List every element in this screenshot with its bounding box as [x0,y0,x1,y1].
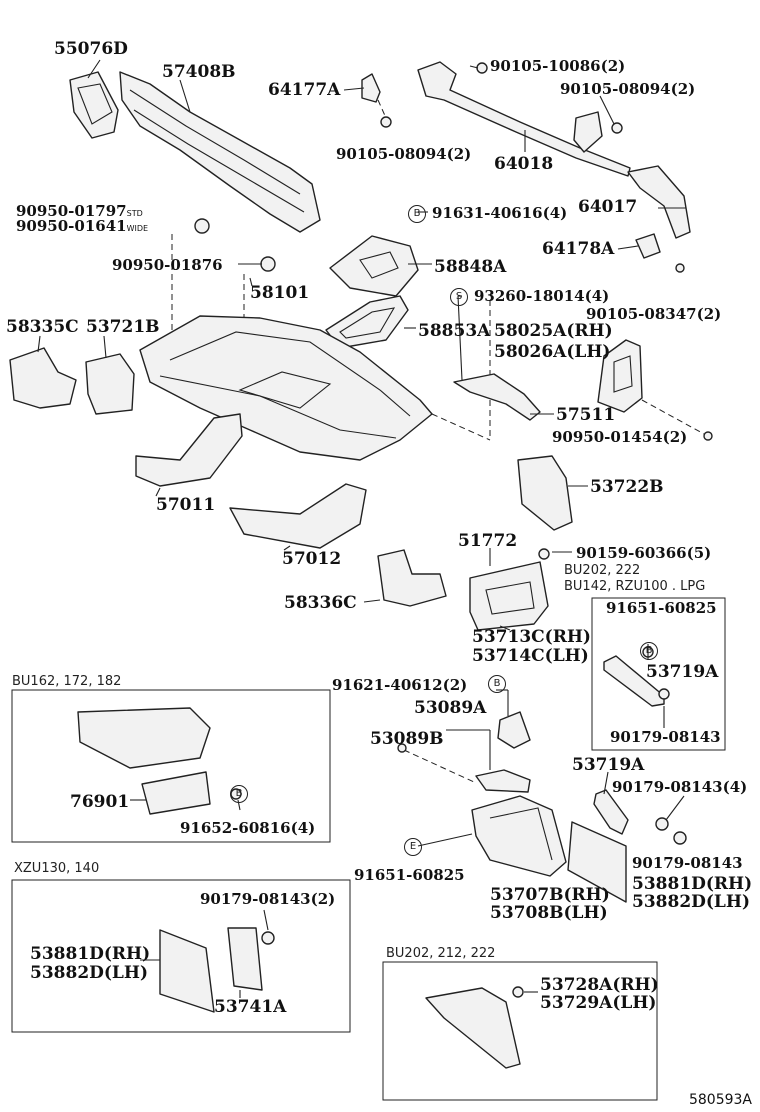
part-53741A-shape [227,927,263,991]
marker-b-2: B [640,642,658,660]
label-90105-08094-a: 90105-08094(2) [560,80,696,98]
part-53728A-shape [425,987,521,1069]
label-91651-60825-a: 91651-60825 [606,599,717,617]
label-58336C: 58336C [284,593,357,613]
label-57011: 57011 [156,495,216,515]
label-90159-60366: 90159-60366(5) [576,544,712,562]
label-90179-08143-d: 90179-08143(2) [200,890,336,908]
part-76901-shape [141,771,211,815]
label-53089A: 53089A [414,698,487,718]
label-58026A: 58026A(LH) [494,342,611,362]
label-57511: 57511 [556,405,616,425]
label-91652-60816: 91652-60816(4) [180,819,316,837]
diagram-reference-number: 580593A [688,1092,752,1108]
label-53089B: 53089B [370,729,444,749]
box-bu202-212-222 [382,961,658,1101]
label-57408B: 57408B [162,62,236,82]
part-58335C-shape [9,347,77,409]
label-53714C: 53714C(LH) [472,646,589,666]
part-64178A-shape [635,233,661,259]
part-53089B-shape [475,769,531,793]
label-53882D-b: 53882D(LH) [30,963,148,983]
marker-b-3: B [488,675,506,693]
part-53881D-box-shape [159,929,215,1013]
label-53719A-b: 53719A [572,755,645,775]
label-90950-01876: 90950-01876 [112,256,223,274]
label-53713C: 53713C(RH) [472,627,591,647]
label-57012: 57012 [282,549,342,569]
label-64017: 64017 [578,197,638,217]
part-55076D-shape [69,71,119,139]
part-53719A-box-shape [603,655,665,707]
variant-bu202-222: BU202, 222 [564,563,641,578]
part-58025A-shape [597,339,643,413]
label-58025A: 58025A(RH) [494,321,613,341]
label-90105-10086: 90105-10086(2) [490,57,626,75]
marker-s: S [450,288,468,306]
label-58101: 58101 [250,283,310,303]
label-90105-08094-b: 90105-08094(2) [336,145,472,163]
label-76901: 76901 [70,792,130,812]
part-58336C-shape [377,549,447,607]
part-57511-shape [453,373,541,421]
label-93260-18014: 93260-18014(4) [474,287,610,305]
label-91631-40616: 91631-40616(4) [432,204,568,222]
label-90105-08347: 90105-08347(2) [586,305,722,323]
label-91621-40612: 91621-40612(2) [332,676,468,694]
label-51772: 51772 [458,531,518,551]
part-53707B-shape [471,795,567,877]
label-58853A: 58853A [418,321,491,341]
label-53741A: 53741A [214,997,287,1017]
label-53728A: 53728A(RH) [540,975,659,995]
box-xzu130 [11,879,351,1033]
part-floor-bu162-shape [77,707,211,769]
label-53708B: 53708B(LH) [490,903,608,923]
label-90950-01641: 90950-01641WIDE [16,217,149,235]
part-57012-shape [229,483,367,549]
part-64018-shape [417,61,631,177]
label-55076D: 55076D [54,39,128,59]
label-64178A: 64178A [542,239,615,259]
box-bu142 [591,597,726,751]
label-53881D-a: 53881D(RH) [632,874,753,894]
label-53721B: 53721B [86,317,160,337]
box-bu162 [11,689,331,843]
part-51772-shape [469,561,549,631]
marker-b-4: B [230,785,248,803]
part-58848A-shape [329,235,419,297]
label-90950-01454: 90950-01454(2) [552,428,688,446]
label-90179-08143-b: 90179-08143(4) [612,778,748,796]
part-53722B-shape [517,455,573,531]
part-57011-shape [135,413,243,487]
part-64177A-shape [361,73,381,103]
variant-bu162: BU162, 172, 182 [12,674,122,689]
variant-xzu130: XZU130, 140 [14,861,100,876]
label-90950-01797: 90950-01797STD [16,202,143,220]
part-53719A-shape [593,789,629,835]
label-64177A: 64177A [268,80,341,100]
label-53722B: 53722B [590,477,664,497]
variant-bu202-212-222: BU202, 212, 222 [386,946,496,961]
part-53721B-shape [85,353,135,415]
part-64017-shape [627,165,691,239]
marker-b-1: B [408,205,426,223]
label-90179-08143-c: 90179-08143 [632,854,743,872]
label-58848A: 58848A [434,257,507,277]
label-53729A: 53729A(LH) [540,993,657,1013]
label-64018: 64018 [494,154,554,174]
part-58101-shape [139,315,433,461]
label-53719A-a: 53719A [646,662,719,682]
label-58335C: 58335C [6,317,79,337]
label-53707B: 53707B(RH) [490,885,610,905]
label-53882D-a: 53882D(LH) [632,892,750,912]
variant-bu142-rzu100: BU142, RZU100 . LPG [564,579,706,594]
label-90179-08143-a: 90179-08143 [610,728,721,746]
label-91651-60825-b: 91651-60825 [354,866,465,884]
label-53881D-b: 53881D(RH) [30,944,151,964]
part-53089A-shape [497,711,531,749]
marker-e: E [404,838,422,856]
